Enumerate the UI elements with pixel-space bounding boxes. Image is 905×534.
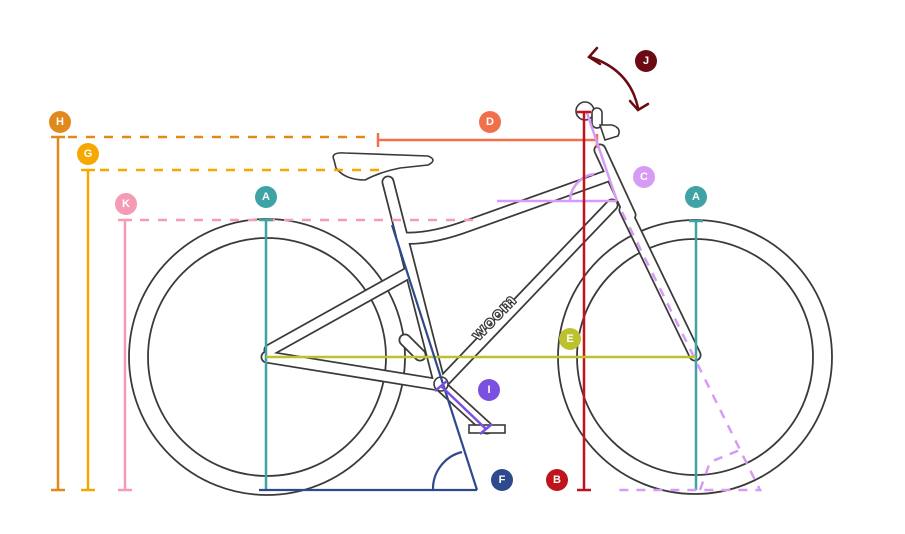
measure-g (81, 168, 386, 492)
badge-j: J (635, 50, 657, 72)
saddle (332, 152, 434, 181)
badge-c: C (633, 166, 655, 188)
svg-text:K: K (122, 198, 130, 210)
badge-a-rear: A (255, 186, 277, 208)
measure-h (51, 135, 372, 492)
svg-text:B: B (553, 474, 561, 486)
badge-e: E (559, 328, 581, 350)
measure-d (376, 133, 599, 148)
svg-text:I: I (487, 384, 490, 396)
svg-text:C: C (640, 171, 648, 183)
svg-text:D: D (486, 116, 494, 128)
svg-text:E: E (566, 333, 573, 345)
measure-b (577, 110, 591, 492)
rotation-arrow-icon (587, 46, 650, 112)
badge-f: F (491, 469, 513, 491)
svg-text:A: A (262, 191, 270, 203)
measure-i (434, 380, 493, 435)
measure-a-rear (259, 218, 273, 490)
badge-i: I (478, 379, 500, 401)
measure-a-front (689, 219, 703, 490)
svg-text:H: H (56, 116, 64, 128)
svg-text:G: G (84, 148, 93, 160)
badge-d: D (479, 111, 501, 133)
measure-f (259, 224, 479, 492)
measure-c (497, 112, 763, 492)
measure-k (118, 218, 482, 492)
badge-g: G (77, 143, 99, 165)
svg-text:A: A (692, 191, 700, 203)
badge-a-front: A (685, 186, 707, 208)
svg-text:J: J (643, 55, 649, 67)
badge-b: B (546, 469, 568, 491)
badge-h: H (49, 111, 71, 133)
badge-k: K (115, 193, 137, 215)
svg-text:F: F (499, 474, 506, 486)
